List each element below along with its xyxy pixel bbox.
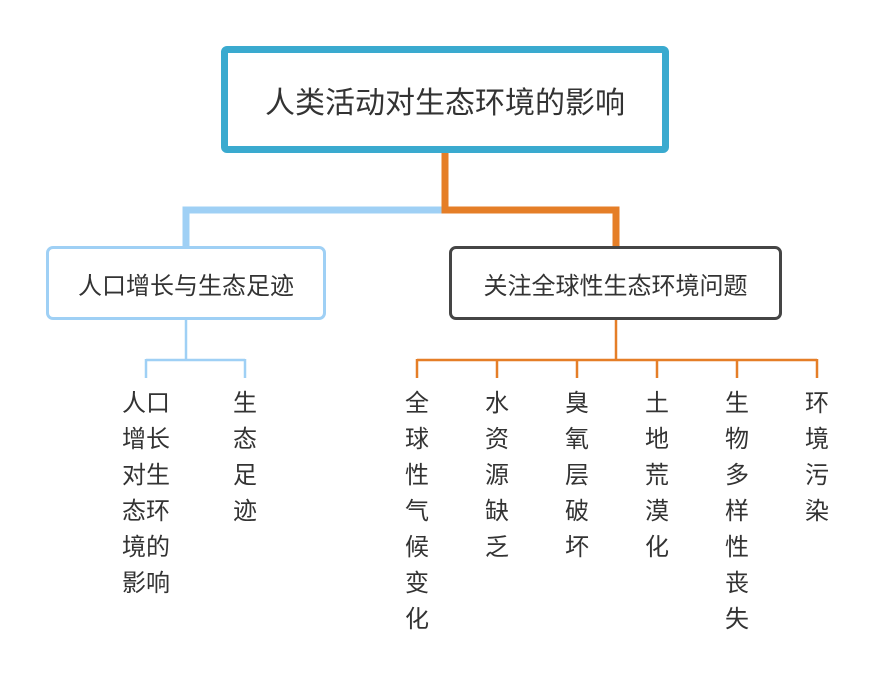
branch-node-label: 人口增长与生态足迹 <box>78 271 294 300</box>
leaf-node: 人口增长对生态环境的影响 <box>122 389 170 597</box>
root-node: 人类活动对生态环境的影响 <box>221 46 669 153</box>
branch-node-label: 关注全球性生态环境问题 <box>483 271 748 300</box>
leaf-node: 全球性气候变化 <box>405 389 429 633</box>
leaf-node: 臭氧层破坏 <box>565 389 589 561</box>
branch-node-population: 人口增长与生态足迹 <box>46 246 326 320</box>
connector-branch-2-leaves <box>415 320 819 378</box>
connector-root-to-branch-2 <box>441 153 620 246</box>
connector-branch-1-leaves <box>144 320 247 378</box>
leaf-node: 生态足迹 <box>233 389 257 525</box>
leaf-node: 水资源缺乏 <box>485 389 509 561</box>
root-node-label: 人类活动对生态环境的影响 <box>265 85 625 121</box>
leaf-node: 环境污染 <box>805 389 829 525</box>
leaf-node: 土地荒漠化 <box>645 389 669 561</box>
connector-root-to-branch-1 <box>182 206 445 246</box>
branch-node-global-issues: 关注全球性生态环境问题 <box>449 246 782 320</box>
leaf-node: 生物多样性丧失 <box>725 389 749 633</box>
